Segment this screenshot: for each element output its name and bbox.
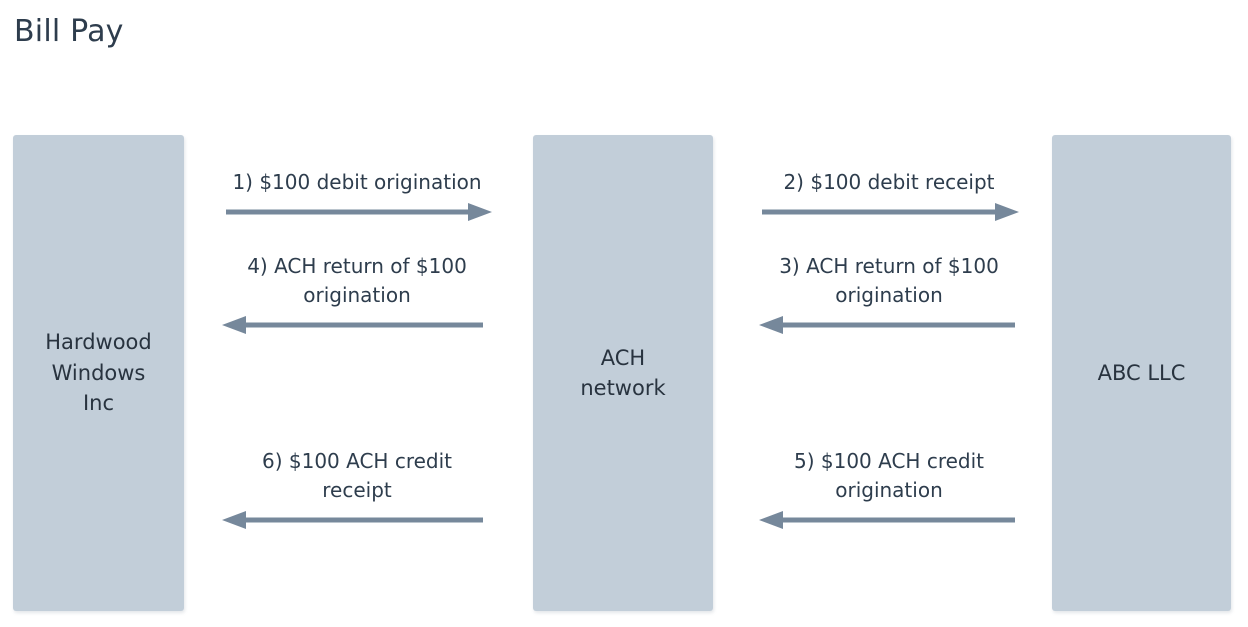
flow-label-step-3: 3) ACH return of $100 origination [779, 254, 999, 307]
arrow-left-icon [759, 316, 1015, 334]
arrow-wrap-step-4 [208, 314, 506, 336]
actor-label-ach-network: ACH network [580, 345, 666, 400]
flow-label-step-6: 6) $100 ACH credit receipt [261, 449, 452, 502]
flow-label-step-2: 2) $100 debit receipt [783, 170, 995, 194]
flow-step-5: 5) $100 ACH credit origination [745, 447, 1033, 531]
actor-box-abc-llc: ABC LLC [1052, 135, 1231, 611]
actor-label-hardwood-windows-inc: Hardwood Windows Inc [45, 330, 152, 416]
flow-step-1: 1) $100 debit origination [208, 168, 506, 223]
arrow-wrap-step-3 [745, 314, 1033, 336]
arrow-wrap-step-1 [208, 201, 506, 223]
flow-label-step-4: 4) ACH return of $100 origination [247, 254, 467, 307]
flow-step-2: 2) $100 debit receipt [745, 168, 1033, 223]
arrow-left-icon [759, 511, 1015, 529]
flow-step-3: 3) ACH return of $100 origination [745, 252, 1033, 336]
flow-label-step-1: 1) $100 debit origination [232, 170, 482, 194]
arrow-right-icon [226, 203, 492, 221]
actor-box-ach-network: ACH network [533, 135, 713, 611]
arrow-wrap-step-2 [745, 201, 1033, 223]
arrow-wrap-step-5 [745, 509, 1033, 531]
arrow-wrap-step-6 [208, 509, 506, 531]
flow-label-step-5: 5) $100 ACH credit origination [793, 449, 984, 502]
arrow-left-icon [222, 316, 483, 334]
arrow-left-icon [222, 511, 483, 529]
page-title: Bill Pay [14, 14, 124, 49]
flow-step-6: 6) $100 ACH credit receipt [208, 447, 506, 531]
arrow-right-icon [762, 203, 1019, 221]
actor-box-hardwood-windows-inc: Hardwood Windows Inc [13, 135, 184, 611]
flow-step-4: 4) ACH return of $100 origination [208, 252, 506, 336]
actor-label-abc-llc: ABC LLC [1097, 360, 1186, 385]
